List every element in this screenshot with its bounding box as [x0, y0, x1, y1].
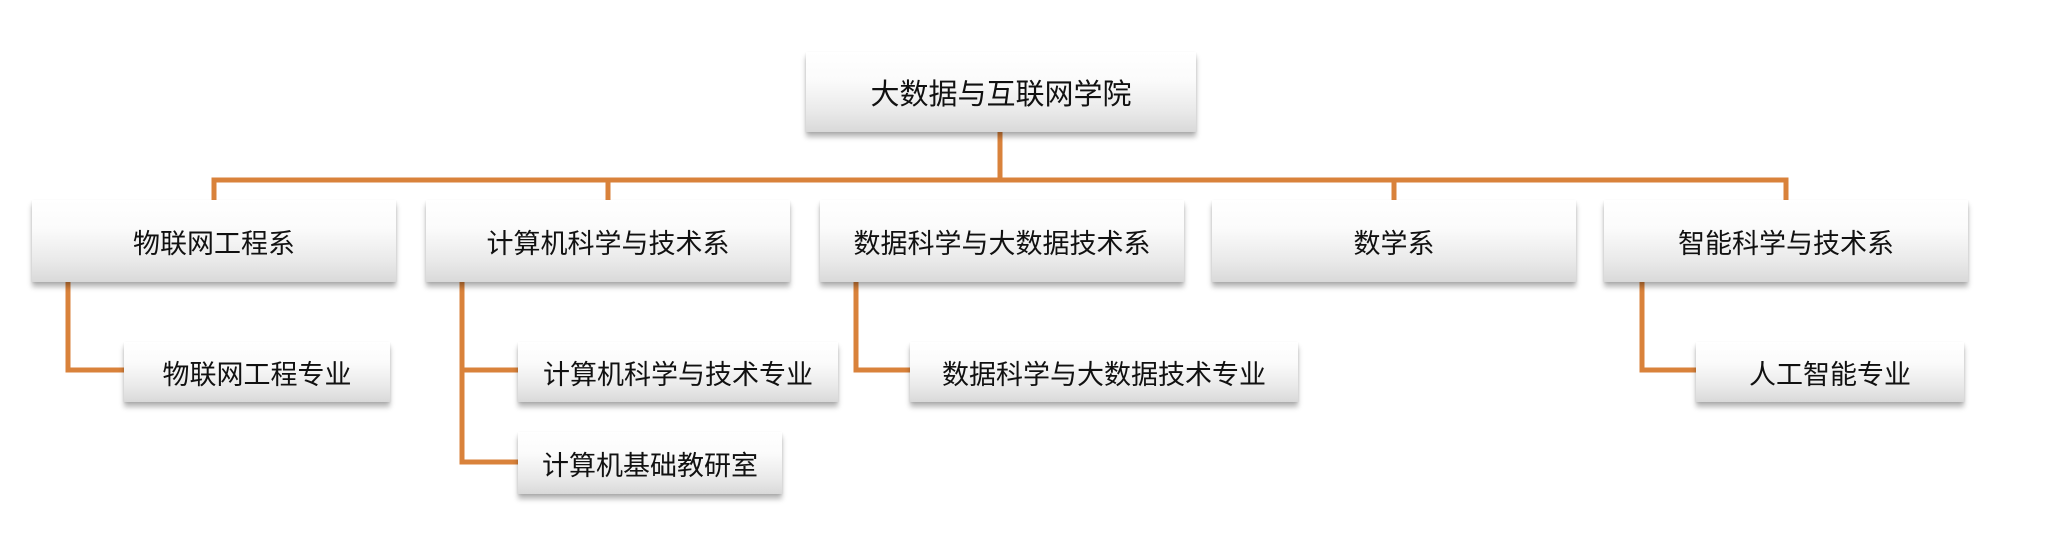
teaching-office-computing-label: 计算机基础教研室	[542, 450, 758, 482]
major-iot-label: 物联网工程专业	[162, 359, 352, 391]
major-datasci-label: 数据科学与大数据技术专业	[942, 359, 1266, 391]
root-node: 大数据与互联网学院	[806, 52, 1196, 132]
dept-ai-label: 智能科学与技术系	[1678, 228, 1894, 260]
root-label: 大数据与互联网学院	[870, 77, 1132, 111]
dept-iot: 物联网工程系	[32, 200, 396, 282]
connector-branch-ai	[1639, 279, 1699, 373]
major-ai-label: 人工智能专业	[1749, 359, 1911, 391]
major-ai: 人工智能专业	[1696, 342, 1964, 402]
dept-iot-label: 物联网工程系	[133, 228, 295, 260]
dept-cs-label: 计算机科学与技术系	[486, 228, 730, 260]
dept-ai: 智能科学与技术系	[1604, 200, 1968, 282]
dept-datasci: 数据科学与大数据技术系	[820, 200, 1184, 282]
major-cs-label: 计算机科学与技术专业	[543, 359, 813, 391]
connector-branch-datasci	[853, 279, 913, 373]
dept-math-label: 数学系	[1353, 228, 1435, 260]
teaching-office-computing: 计算机基础教研室	[518, 432, 782, 494]
dept-math: 数学系	[1212, 200, 1576, 282]
major-iot: 物联网工程专业	[124, 342, 390, 402]
dept-datasci-label: 数据科学与大数据技术系	[853, 228, 1151, 260]
major-datasci: 数据科学与大数据技术专业	[910, 342, 1298, 402]
dept-cs: 计算机科学与技术系	[426, 200, 790, 282]
connector-branch-iot	[65, 279, 127, 373]
major-cs: 计算机科学与技术专业	[518, 342, 838, 402]
